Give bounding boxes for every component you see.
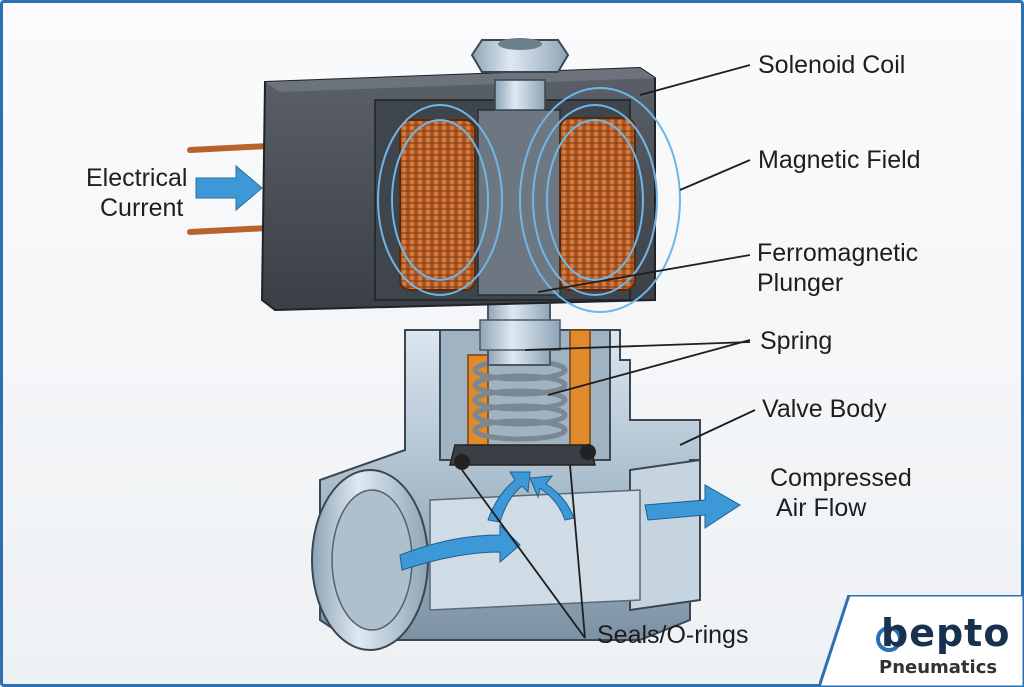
brand-subtitle: Pneumatics: [879, 657, 998, 678]
air-flow-arrows: [399, 471, 741, 571]
label-air-flow-2: Air Flow: [776, 494, 867, 522]
label-solenoid-coil: Solenoid Coil: [758, 51, 906, 79]
label-magnetic-field: Magnetic Field: [758, 146, 921, 174]
top-fitting-nut: [470, 38, 570, 111]
label-electrical-current-1: Electrical: [86, 164, 188, 192]
o-rings: [449, 444, 596, 470]
label-plunger-1: Ferromagnetic: [757, 239, 919, 267]
brand-corner-icon: [819, 595, 1024, 687]
current-arrow-icon: [195, 164, 263, 212]
label-valve-body: Valve Body: [762, 395, 887, 423]
label-electrical-current-2: Current: [100, 194, 184, 222]
spring: [472, 358, 568, 442]
label-spring: Spring: [760, 327, 833, 355]
brand-name: bepto: [881, 611, 1011, 655]
label-seals: Seals/O-rings: [597, 621, 749, 649]
magnetic-field-lines: [377, 87, 681, 313]
brand-logo: bepto Pneumatics: [819, 595, 1024, 687]
leader-lines: [461, 64, 756, 639]
label-air-flow-1: Compressed: [770, 464, 912, 492]
label-plunger-2: Plunger: [757, 269, 844, 297]
electrical-pins: [187, 143, 271, 235]
solenoid-coil-windings: [399, 117, 636, 291]
